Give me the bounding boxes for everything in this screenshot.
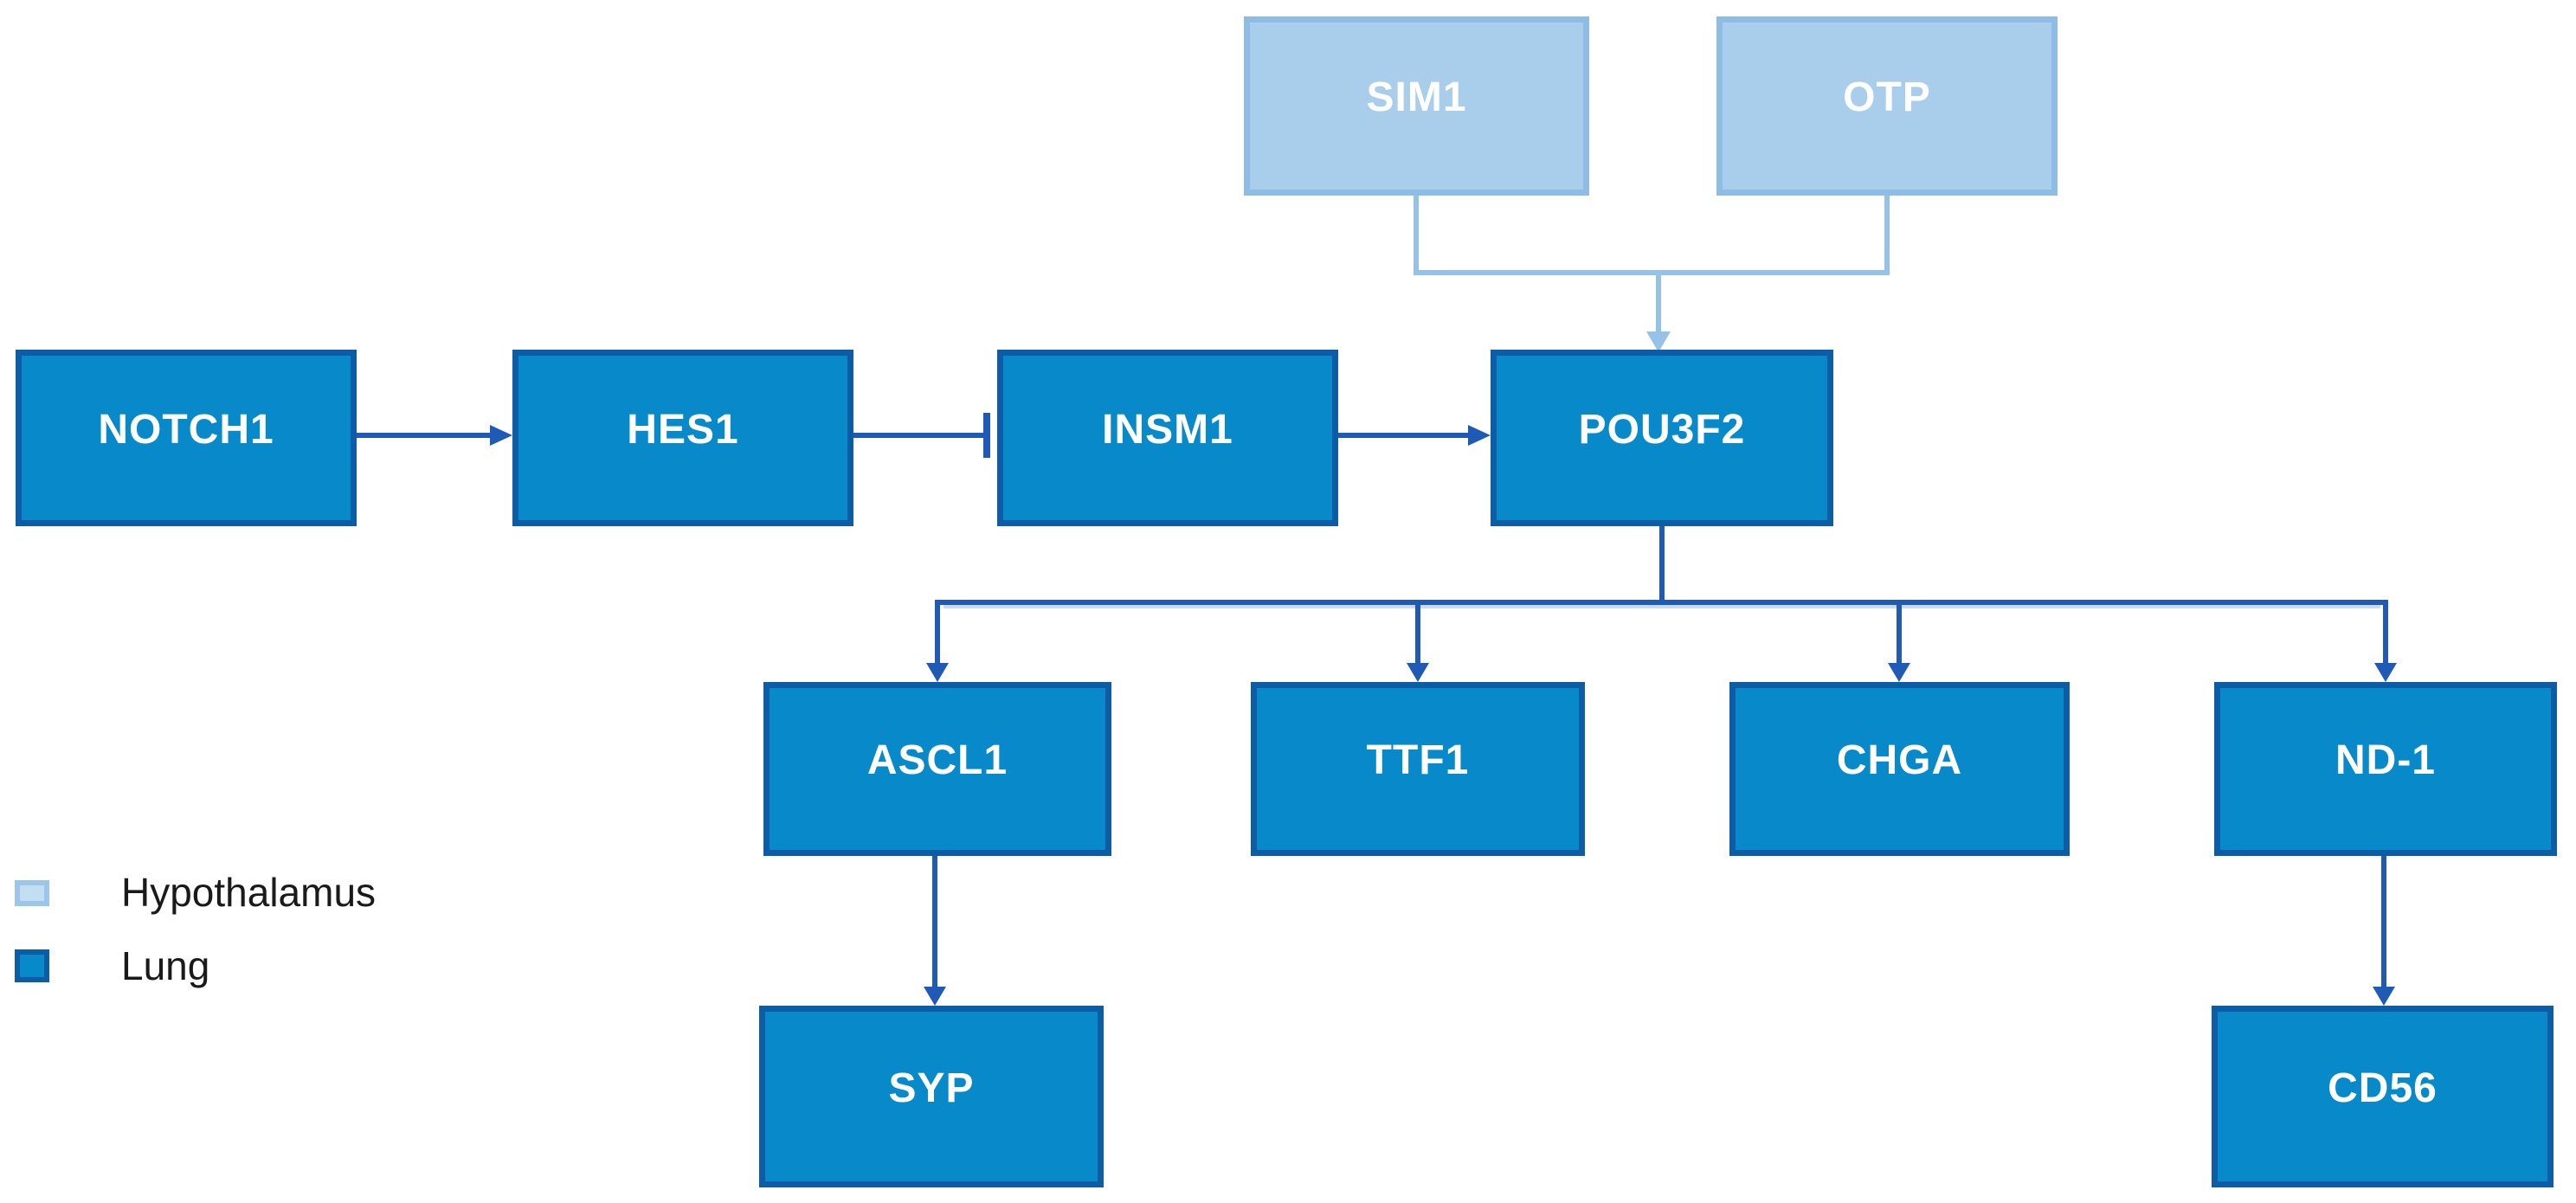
edge-pou3f2-chga-arrowhead-icon (1888, 663, 1910, 682)
edge-hes1-insm1-line (853, 433, 985, 438)
node-chga: CHGA (1729, 682, 2070, 856)
node-insm1-label: INSM1 (1102, 406, 1233, 453)
node-hes1: HES1 (512, 350, 853, 526)
legend-label-lung: Lung (121, 943, 210, 988)
edge-fanout-horizontal-shadow (943, 605, 2380, 608)
edge-nd1-cd56-arrowhead-icon (2373, 987, 2395, 1006)
node-nd1: ND-1 (2214, 682, 2557, 856)
node-chga-label: CHGA (1836, 737, 1963, 783)
edge-sim1-merge-line (1414, 196, 1419, 273)
node-otp-label: OTP (1843, 74, 1931, 120)
edge-fanout-horizontal-line (935, 600, 2388, 605)
edge-pou3f2-nd1-line (2383, 605, 2388, 663)
node-sim1-label: SIM1 (1366, 74, 1467, 120)
legend-swatch-lung (15, 949, 49, 982)
node-ascl1: ASCL1 (763, 682, 1111, 856)
node-syp: SYP (759, 1006, 1104, 1187)
edge-hes1-insm1-inhibitor-icon (983, 413, 990, 458)
edge-merge-pou3f2-line (1656, 273, 1661, 333)
node-pou3f2: POU3F2 (1491, 350, 1833, 526)
edge-pou3f2-ttf1-line (1415, 605, 1420, 663)
node-sim1: SIM1 (1244, 16, 1589, 196)
edge-pou3f2-chga-line (1897, 605, 1902, 663)
edge-insm1-pou3f2-line (1338, 433, 1470, 438)
edge-pou3f2-ascl1-line (935, 605, 940, 663)
node-cd56: CD56 (2212, 1006, 2553, 1187)
legend-swatch-hypothalamus (15, 880, 49, 906)
edge-nd1-cd56-line (2381, 856, 2386, 987)
node-notch1-label: NOTCH1 (98, 406, 274, 453)
node-cd56-label: CD56 (2328, 1065, 2438, 1111)
edge-ascl1-syp-arrowhead-icon (924, 987, 946, 1006)
edge-merge-horizontal-line (1414, 270, 1890, 275)
edge-ascl1-syp-line (932, 856, 937, 987)
node-ttf1-label: TTF1 (1366, 737, 1470, 783)
edge-notch1-hes1-line (357, 433, 493, 438)
edge-pou3f2-nd1-arrowhead-icon (2374, 663, 2397, 682)
node-insm1: INSM1 (997, 350, 1338, 526)
node-hes1-label: HES1 (627, 406, 739, 453)
node-ttf1: TTF1 (1251, 682, 1585, 856)
edge-otp-merge-line (1884, 196, 1890, 273)
node-ascl1-label: ASCL1 (866, 737, 1008, 783)
legend-label-hypothalamus: Hypothalamus (121, 870, 377, 915)
edge-pou3f2-ascl1-arrowhead-icon (926, 663, 949, 682)
node-nd1-label: ND-1 (2334, 737, 2436, 783)
node-otp: OTP (1716, 16, 2058, 196)
node-pou3f2-label: POU3F2 (1578, 406, 1746, 453)
edge-pou3f2-ttf1-arrowhead-icon (1407, 663, 1429, 682)
node-syp-label: SYP (888, 1065, 975, 1111)
edge-insm1-pou3f2-arrowhead-icon (1468, 425, 1491, 446)
node-notch1: NOTCH1 (16, 350, 357, 526)
edge-notch1-hes1-arrowhead-icon (490, 425, 512, 446)
edge-merge-pou3f2-arrowhead-icon (1646, 331, 1671, 352)
edge-pou3f2-stem-line (1659, 526, 1665, 602)
